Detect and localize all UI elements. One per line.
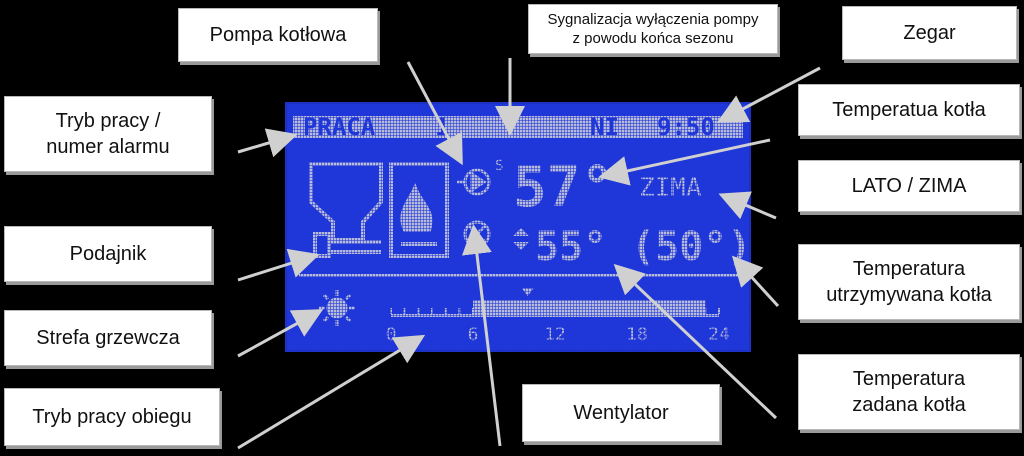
clock-day: NI <box>590 113 619 141</box>
timeline-hour-mark <box>431 308 433 314</box>
pump-icon <box>457 168 491 196</box>
alarm-number: 1 <box>435 113 449 141</box>
set-temperature: (50°) <box>631 224 751 270</box>
label-temperatura-kotla: Temperatua kotła <box>798 84 1020 136</box>
label-podajnik: Podajnik <box>4 226 212 282</box>
timeline-tick-label: 18 <box>626 324 648 345</box>
status-text: PRACA <box>303 113 376 141</box>
label-tryb-pracy-obiegu: Tryb pracy obiegu <box>4 388 220 446</box>
pump-season-mark: S <box>495 158 503 174</box>
timeline-tick-label: 24 <box>708 324 730 345</box>
timeline-hour-mark <box>417 308 420 314</box>
timeline-hour-mark <box>444 308 447 314</box>
up-down-arrows <box>513 228 529 250</box>
timeline-tick-label: 12 <box>544 324 566 345</box>
timeline-tick-label: 0 <box>386 324 397 345</box>
sun-icon <box>319 290 355 326</box>
lcd-display: PRACA 1 NI 9:50 S <box>285 102 751 352</box>
clock-time: 9:50 <box>657 113 715 141</box>
feeder-icon <box>309 162 383 258</box>
arrow-tryb-pracy <box>237 128 298 158</box>
fan-icon <box>463 220 491 248</box>
timeline-hour-mark <box>718 308 720 314</box>
label-zegar: Zegar <box>842 6 1017 60</box>
label-temperatura-zadana: Temperatura zadana kotła <box>798 354 1020 430</box>
label-pompa-kotlowa: Pompa kotłowa <box>178 8 378 62</box>
timeline-hour-mark <box>390 308 392 314</box>
timeline-hour-mark <box>458 308 461 314</box>
heating-schedule: 0 6 12 18 24 <box>386 288 730 345</box>
label-lato-zima: LATO / ZIMA <box>798 160 1020 212</box>
timeline-hour-mark <box>403 308 406 314</box>
label-sygnalizacja: Sygnalizacja wyłączenia pompy z powodu k… <box>528 4 778 54</box>
label-tryb-pracy-alarm: Tryb pracy / numer alarmu <box>4 96 212 172</box>
boiler-icon <box>389 162 449 258</box>
season-mode: ZIMA <box>639 173 702 203</box>
timeline-axis <box>391 314 719 317</box>
current-time-marker <box>521 288 534 296</box>
active-heating-zone <box>473 300 706 314</box>
timeline-tick-label: 6 <box>468 324 479 345</box>
label-wentylator: Wentylator <box>522 384 720 442</box>
boiler-temperature: 57° <box>513 155 614 220</box>
separator <box>299 274 739 277</box>
label-strefa-grzewcza: Strefa grzewcza <box>4 310 212 366</box>
arrow-tryb-obiegu <box>237 334 426 450</box>
label-temperatura-utrzymywana: Temperatura utrzymywana kotła <box>798 244 1020 320</box>
maintained-temperature: 55° <box>535 224 607 270</box>
